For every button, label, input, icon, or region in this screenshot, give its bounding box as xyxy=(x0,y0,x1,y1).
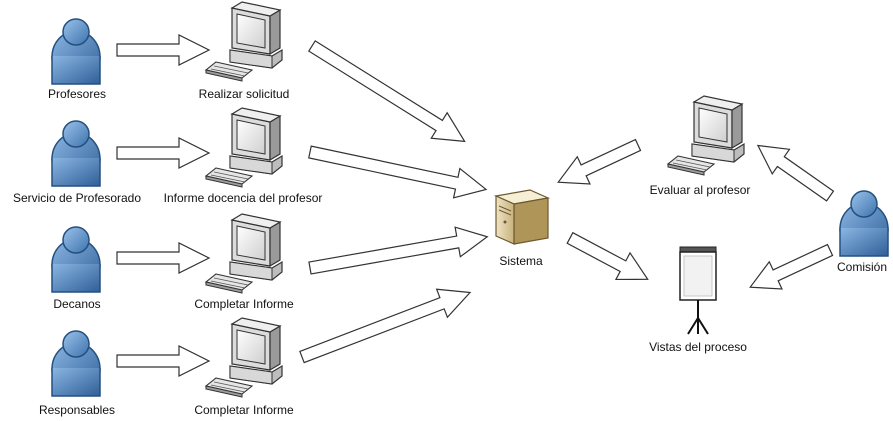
activity-label-informe: Informe docencia del profesor xyxy=(163,191,323,205)
activity-label-evaluar: Evaluar al profesor xyxy=(649,183,751,197)
arrow-solicitud-to-sistema xyxy=(303,32,474,155)
actor-label-comision: Comisión xyxy=(836,260,888,274)
computer-icon xyxy=(205,317,283,398)
arrow-decanos-to-completar xyxy=(116,242,210,274)
servicio-person-icon xyxy=(51,120,101,187)
output-label: Vistas del proceso xyxy=(649,340,747,354)
arrow-informe-to-sistema xyxy=(306,136,490,205)
computer-icon xyxy=(205,107,283,188)
actor-label-profesores: Profesores xyxy=(47,87,107,101)
arrow-sistema-to-vistas xyxy=(562,224,656,294)
activity-label-completar-2: Completar Informe xyxy=(194,403,294,417)
arrow-completar2-to-sistema xyxy=(296,277,477,372)
server-icon xyxy=(493,189,551,245)
arrow-comision-to-vistas xyxy=(743,235,837,302)
computer-icon xyxy=(205,213,283,294)
system-label: Sistema xyxy=(499,254,543,268)
activity-label-completar-1: Completar Informe xyxy=(194,297,294,311)
arrow-completar-to-sistema xyxy=(306,221,491,284)
arrow-evaluar-to-sistema xyxy=(551,130,645,197)
projection-screen-icon xyxy=(679,246,717,335)
arrow-servicio-to-informe xyxy=(116,137,210,169)
comision-person-icon xyxy=(839,190,889,257)
arrow-responsables-to-completar xyxy=(116,345,210,377)
computer-icon xyxy=(667,95,745,176)
actor-label-decanos: Decanos xyxy=(53,297,101,311)
activity-label-solicitud: Realizar solicitud xyxy=(198,87,290,101)
responsables-person-icon xyxy=(51,330,101,397)
actor-label-responsables: Responsables xyxy=(38,403,116,417)
arrow-comision-to-evaluar xyxy=(748,132,840,209)
actor-label-servicio: Servicio de Profesorado xyxy=(12,191,142,205)
decanos-person-icon xyxy=(51,226,101,293)
computer-icon xyxy=(205,1,283,82)
profesores-person-icon xyxy=(51,18,101,85)
arrow-profesores-to-solicitud xyxy=(116,34,210,66)
